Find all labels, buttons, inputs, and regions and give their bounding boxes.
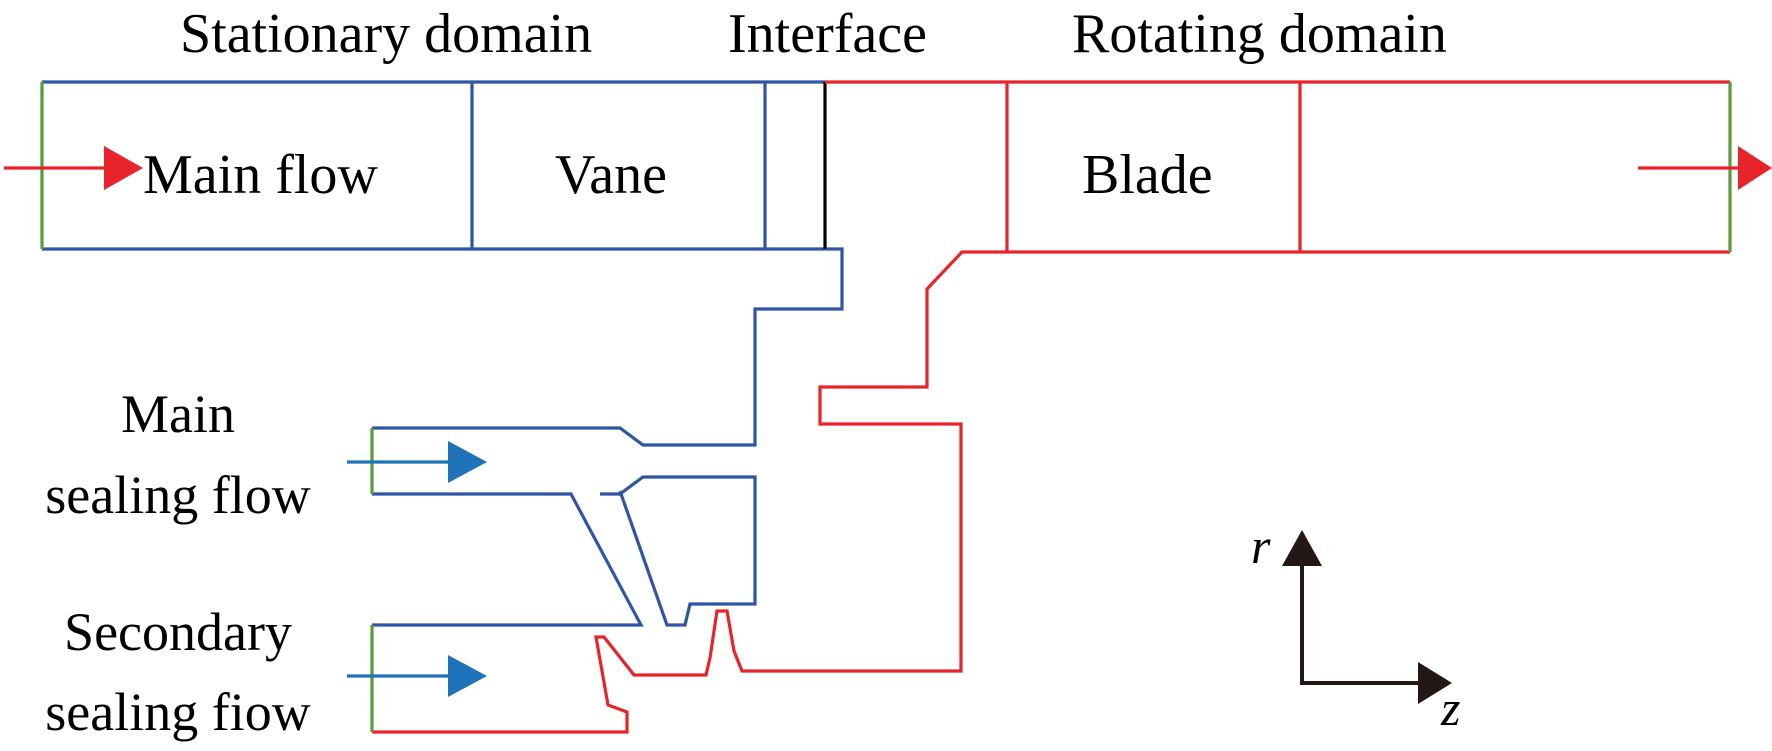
interface-label: Interface [728, 3, 927, 65]
stationary-seal-tooth [600, 475, 757, 627]
stationary-cavity-wall [372, 247, 844, 447]
stationary-lower-passage [372, 492, 644, 627]
vane-label: Vane [555, 144, 667, 206]
stationary-domain [42, 80, 844, 627]
z-axis-label: z [1440, 680, 1460, 736]
main-sealing-arrow-icon [347, 441, 487, 483]
main-sealing-label-line1: Main [121, 384, 235, 444]
r-axis-arrow-icon [1282, 530, 1322, 566]
stationary-domain-label: Stationary domain [180, 3, 592, 65]
coordinate-axes: r z [1251, 518, 1460, 736]
secondary-sealing-label-line2: sealing fiow [45, 682, 310, 742]
rotating-domain-label: Rotating domain [1072, 3, 1447, 65]
secondary-sealing-arrow-icon [347, 655, 487, 697]
blade-label: Blade [1082, 144, 1213, 206]
main-outlet-arrow-icon [1638, 146, 1772, 190]
r-axis-label: r [1251, 518, 1271, 574]
main-sealing-label-line2: sealing flow [45, 465, 310, 525]
main-inlet-arrow-icon [4, 146, 143, 190]
rotating-cavity-wall [372, 250, 1008, 734]
z-axis-arrow-icon [1418, 662, 1452, 704]
rotating-domain [372, 80, 1730, 734]
secondary-sealing-label-line1: Secondary [64, 602, 292, 662]
main-flow-label: Main flow [143, 144, 378, 206]
